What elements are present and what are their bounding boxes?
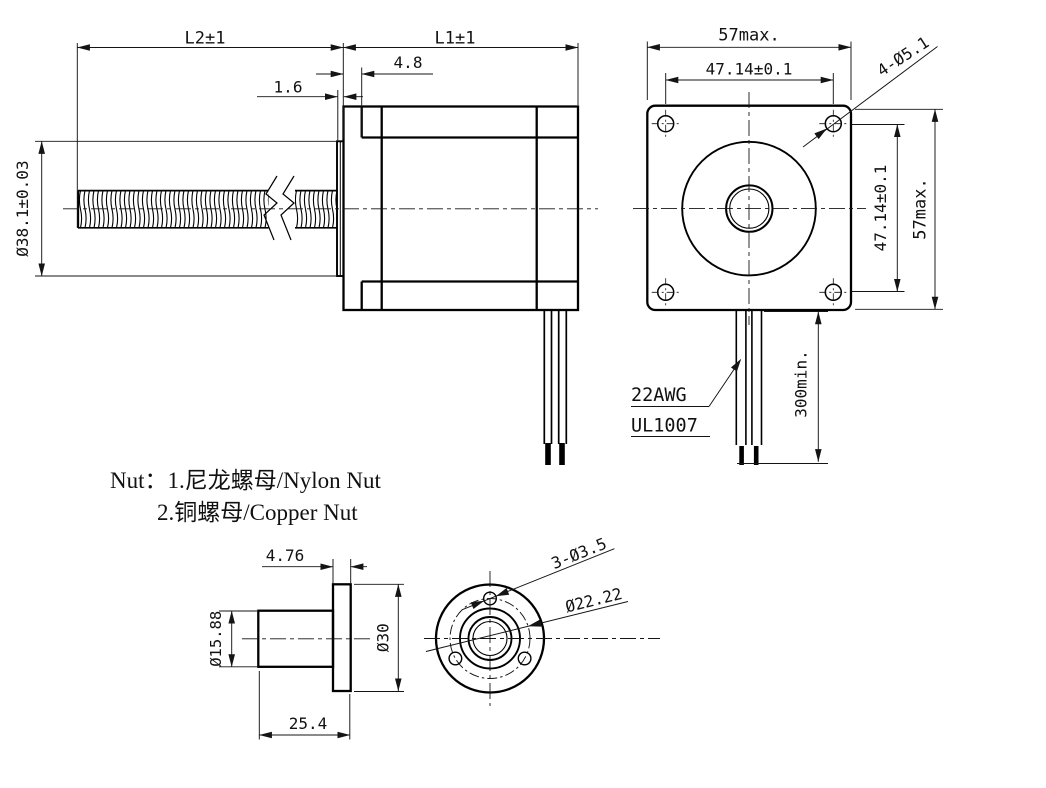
dim-flange-thickness: 4.76 [266, 546, 305, 565]
wire-tip [739, 446, 744, 465]
dim-boss-step: 1.6 [274, 78, 303, 97]
nut-note: Nut：1.尼龙螺母/Nylon Nut 2.铜螺母/Copper Nut [110, 468, 382, 525]
leader-arrow [495, 588, 510, 597]
leader-arrow [528, 619, 542, 627]
motor-wires-front [735, 310, 763, 465]
lead-screw [77, 175, 337, 241]
mounting-holes [651, 109, 848, 307]
wire-gauge-label: 22AWG [631, 385, 687, 406]
dim-flange-diameter: Ø30 [374, 623, 393, 652]
front-view-dimensions: 57max. 47.14±0.1 4-Ø5.1 47.14±0.1 57max.… [646, 26, 943, 464]
leader-arrow [470, 600, 485, 609]
break-symbol [280, 175, 295, 241]
nut-side-dimensions: 4.76 Ø15.88 Ø30 25.4 [207, 546, 404, 740]
wire-tip [559, 443, 565, 465]
dim-screw-length: L2±1 [185, 29, 226, 49]
dim-boss-diameter: Ø38.1±0.03 [13, 160, 32, 256]
dim-bolt-circle: Ø22.22 [563, 584, 624, 616]
nut-note-line2: 2.铜螺母/Copper Nut [157, 500, 358, 525]
wire-tip [753, 446, 759, 465]
nut-flange-outline [331, 583, 352, 693]
leader-arrow [730, 358, 742, 372]
dim-hole-spacing-h: 47.14±0.1 [706, 60, 793, 79]
dim-nut-body-diameter: Ø15.88 [207, 611, 225, 667]
side-view-dimensions: L2±1 L1±1 4.8 1.6 Ø38.1±0.03 [13, 29, 579, 277]
wire-tip [545, 443, 551, 465]
dim-nut-length: 25.4 [289, 714, 328, 733]
nut-note-line1: Nut：1.尼龙螺母/Nylon Nut [110, 468, 382, 493]
dim-boss-depth: 4.8 [394, 53, 423, 72]
dim-wire-length: 300min. [792, 350, 811, 417]
dim-nut-holes: 3-Ø3.5 [549, 534, 610, 573]
wire-callout: 22AWG UL1007 [631, 358, 742, 437]
leader-arrow [814, 128, 827, 140]
nut-front-callouts: 3-Ø3.5 Ø22.22 [425, 534, 629, 652]
dim-body-length: L1±1 [435, 29, 476, 49]
motor-front-view: 57max. 47.14±0.1 4-Ø5.1 47.14±0.1 57max.… [631, 26, 943, 465]
break-symbol [263, 175, 278, 241]
nut-side-view: 4.76 Ø15.88 Ø30 25.4 [207, 546, 404, 740]
motor-wires-side [543, 310, 568, 465]
wire-type-label: UL1007 [631, 416, 698, 437]
dim-face-height: 57max. [911, 178, 931, 239]
nut-front-view: 3-Ø3.5 Ø22.22 [424, 534, 660, 706]
motor-side-view: L2±1 L1±1 4.8 1.6 Ø38.1±0.03 [13, 29, 598, 465]
dim-face-width: 57max. [718, 26, 779, 46]
dim-hole-spacing-v: 47.14±0.1 [871, 165, 890, 252]
motor-body-section-lines [360, 106, 578, 310]
